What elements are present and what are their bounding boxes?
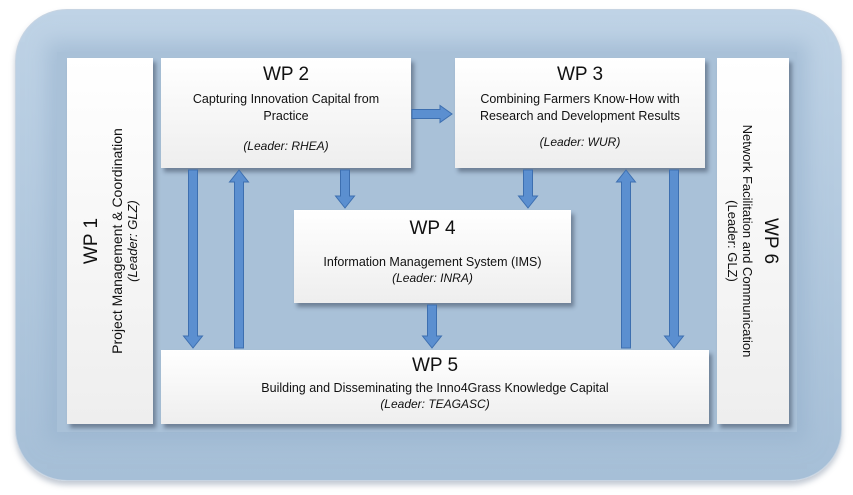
wp3-leader: (Leader: WUR) xyxy=(539,135,621,149)
wp2-title: WP 2 xyxy=(262,64,310,85)
wp3-subtitle: Combining Farmers Know-How with Research… xyxy=(479,92,681,123)
wp3-title: WP 3 xyxy=(556,64,604,85)
wp4-leader: (Leader: INRA) xyxy=(392,271,473,285)
wp2-subtitle: Capturing Innovation Capital from Practi… xyxy=(192,92,380,123)
arrow-wp5-to-wp3 xyxy=(615,169,637,349)
wp2-box: WP 2 Capturing Innovation Capital from P… xyxy=(161,58,411,168)
wp6-box: WP 6 Network Facilitation and Communicat… xyxy=(717,58,789,424)
wp4-subtitle: Information Management System (IMS) xyxy=(323,255,542,269)
arrow-wp5-to-wp2 xyxy=(228,169,250,349)
arrow-wp4-to-wp5 xyxy=(421,304,443,349)
wp5-title: WP 5 xyxy=(411,355,459,376)
arrow-wp3-to-wp4 xyxy=(517,169,539,209)
wp1-box: WP 1 Project Management & Coordination (… xyxy=(67,58,153,424)
wp5-box: WP 5 Building and Disseminating the Inno… xyxy=(161,350,709,424)
wp5-leader: (Leader: TEAGASC) xyxy=(380,397,490,411)
wp4-title: WP 4 xyxy=(409,218,456,239)
arrow-wp2-to-wp4 xyxy=(334,169,356,209)
wp3-box: WP 3 Combining Farmers Know-How with Res… xyxy=(455,58,705,168)
wp4-box: WP 4 Information Management System (IMS)… xyxy=(294,210,571,303)
wp5-subtitle: Building and Disseminating the Inno4Gras… xyxy=(261,381,609,395)
wp2-leader: (Leader: RHEA) xyxy=(243,139,329,153)
arrow-wp3-to-wp5 xyxy=(663,169,685,349)
arrow-wp2-to-wp5 xyxy=(182,169,204,349)
arrow-wp2-to-wp3 xyxy=(411,104,453,124)
